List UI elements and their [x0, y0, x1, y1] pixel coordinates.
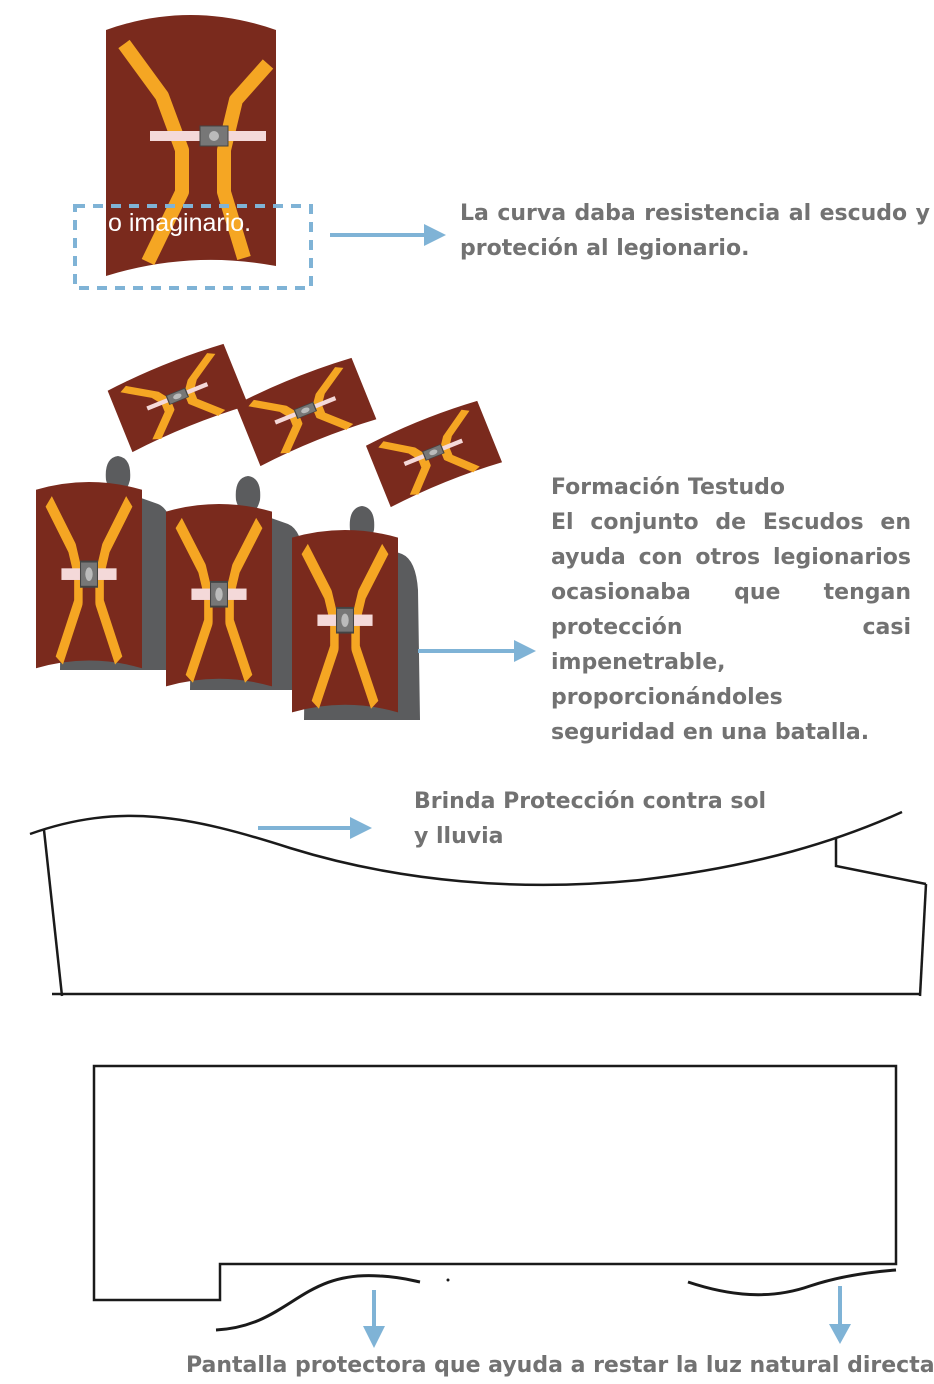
testudo-illustration — [36, 341, 502, 720]
caption-testudo-body: El conjunto de Escudos en ayuda con otro… — [551, 510, 911, 745]
caption-roof: Brinda Protección contra sol y lluvia — [414, 784, 774, 854]
building-outline — [92, 1064, 898, 1302]
arrow-right-3 — [258, 817, 372, 839]
arrow-right-2 — [418, 640, 536, 662]
shield-overlay-text: o imaginario. — [108, 209, 252, 237]
caption-screen: Pantalla protectora que ayuda a restar l… — [186, 1348, 934, 1383]
caption-screen-text: Pantalla protectora que ayuda a restar l… — [186, 1353, 934, 1378]
caption-testudo-title: Formación Testudo — [551, 475, 786, 500]
caption-testudo: Formación Testudo El conjunto de Escudos… — [551, 470, 911, 750]
arrow-down-right — [829, 1286, 851, 1344]
roof-outline — [29, 810, 928, 997]
caption-curve-text: La curva daba resistencia al escudo y pr… — [460, 201, 930, 261]
caption-curve: La curva daba resistencia al escudo y pr… — [460, 196, 930, 266]
arrow-down-left — [363, 1290, 385, 1348]
single-shield — [106, 15, 276, 276]
dashed-selection-box — [73, 204, 313, 290]
caption-roof-text: Brinda Protección contra sol y lluvia — [414, 789, 767, 849]
screen-left — [215, 1274, 421, 1332]
screen-right — [687, 1268, 897, 1297]
arrow-right-1 — [330, 224, 446, 246]
